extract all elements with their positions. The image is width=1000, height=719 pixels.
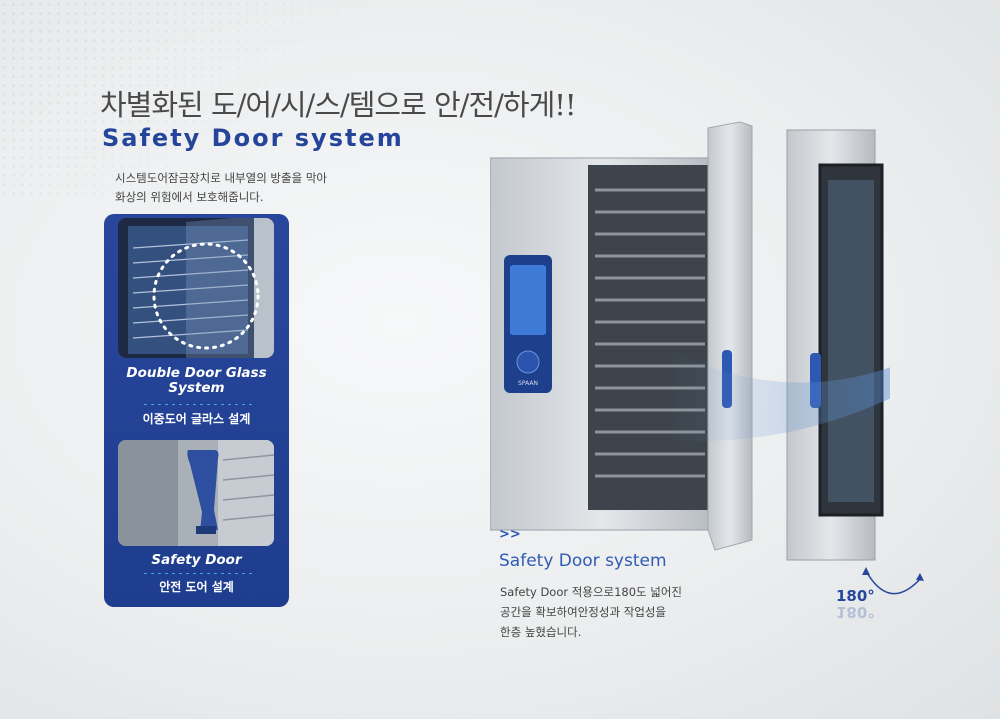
- detail-line-1: Safety Door 적용으로180도 넓어진: [500, 585, 682, 599]
- door-handle-illustration: [118, 440, 274, 546]
- detail-marker: >>: [499, 527, 521, 542]
- rotation-arc-icon: [862, 567, 924, 595]
- detail-line-3: 한층 높혔습니다.: [500, 625, 582, 639]
- combi-oven-illustration: SPAAN: [490, 121, 890, 561]
- detail-description: Safety Door 적용으로180도 넓어진 공간을 확보하여안정성과 작업…: [500, 582, 682, 642]
- feature-1-title: Double Door Glass System: [104, 366, 289, 396]
- detail-title: Safety Door system: [499, 551, 667, 571]
- oven-interior-illustration: [118, 218, 274, 358]
- feature-1-korean: 이중도어 글라스 설계: [142, 412, 251, 426]
- dot-pattern-background: [0, 0, 420, 200]
- angle-label-reflection: 180°: [836, 603, 875, 621]
- intro-description: 시스템도어잠금장치로 내부열의 방출을 막아 화상의 위험에서 보호해줍니다.: [115, 169, 327, 207]
- angle-label: 180°: [836, 587, 875, 605]
- dotted-divider: [142, 572, 252, 575]
- english-headline: Safety Door system: [102, 124, 404, 152]
- feature-panel: Double Door Glass System 이중도어 글라스 설계 Saf…: [104, 214, 289, 607]
- feature-1-title-line-2: System: [168, 380, 225, 396]
- korean-headline: 차별화된 도/어/시/스/템으로 안/전/하게!!: [100, 88, 577, 122]
- feature-1-title-line-1: Double Door Glass: [126, 365, 267, 381]
- double-door-glass-photo: [118, 218, 274, 358]
- detail-line-2: 공간을 확보하여안정성과 작업성을: [500, 605, 667, 619]
- feature-2-title: Safety Door: [151, 552, 242, 568]
- intro-line-2: 화상의 위험에서 보호해줍니다.: [115, 190, 264, 204]
- feature-2-korean: 안전 도어 설계: [159, 580, 234, 594]
- intro-line-1: 시스템도어잠금장치로 내부열의 방출을 막아: [115, 171, 327, 185]
- dotted-divider: [142, 403, 252, 406]
- safety-door-handle-photo: [118, 440, 274, 546]
- oven-brand-label: SPAAN: [518, 380, 538, 387]
